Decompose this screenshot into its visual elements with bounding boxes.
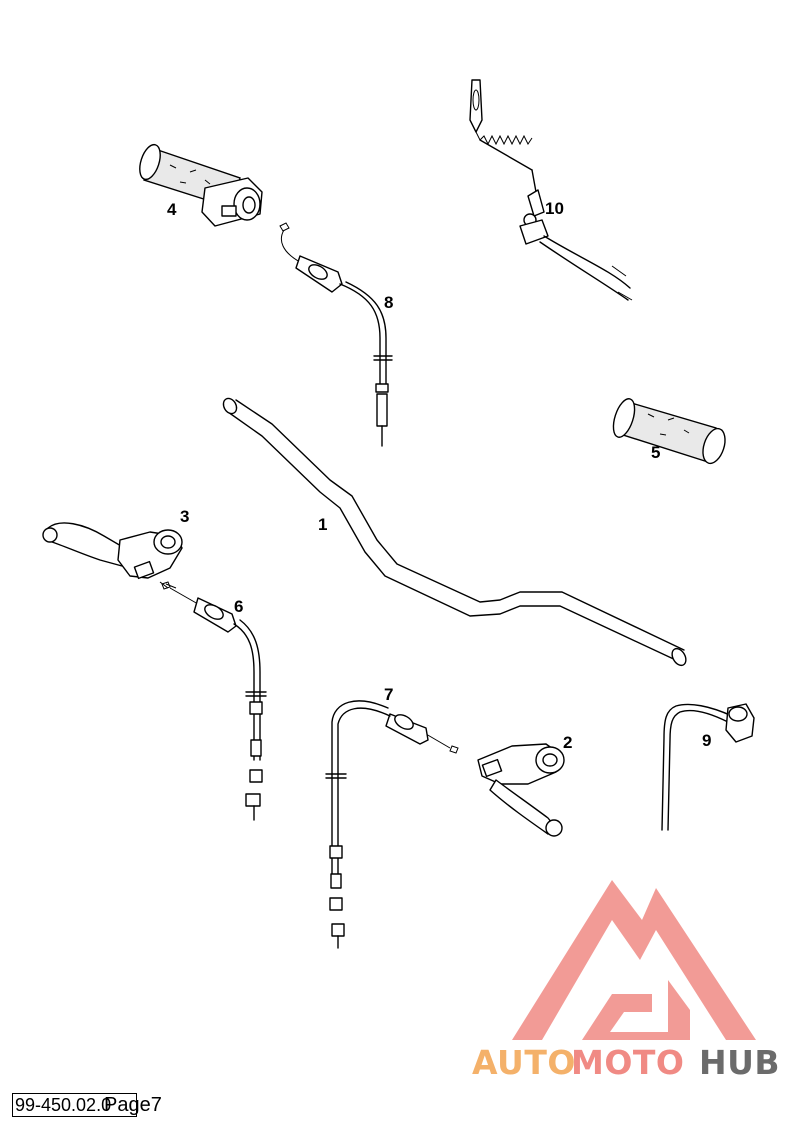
callout-9: 9 xyxy=(702,731,711,750)
page-label: Page7 xyxy=(104,1094,162,1116)
switch-9-part xyxy=(661,703,755,831)
callout-5: 5 xyxy=(651,443,660,462)
cable-8-part xyxy=(279,222,393,447)
document-id: 99-450.02.0 xyxy=(12,1093,137,1117)
watermark-text-auto: AUTO xyxy=(472,1043,576,1082)
callout-2: 2 xyxy=(563,733,572,752)
callout-6: 6 xyxy=(234,597,243,616)
grip-5-part xyxy=(612,398,726,465)
cable-6-part xyxy=(161,581,267,821)
throttle-grip-part xyxy=(139,143,263,227)
callout-10: 10 xyxy=(545,199,564,218)
watermark-text-moto: MOTO xyxy=(571,1043,684,1082)
lever-2-part xyxy=(477,743,565,837)
callout-7: 7 xyxy=(384,685,393,704)
callout-1: 1 xyxy=(318,515,327,534)
watermark-text-hub: HUB xyxy=(699,1043,780,1082)
handlebar-part xyxy=(222,397,687,667)
callout-3: 3 xyxy=(180,507,189,526)
callout-8: 8 xyxy=(384,293,393,312)
kill-switch-10-part xyxy=(469,79,633,301)
watermark-logo: AUTO MOTO HUB xyxy=(472,880,780,1082)
lever-3-part xyxy=(42,522,183,589)
cable-7-part xyxy=(325,700,459,949)
callout-4: 4 xyxy=(167,200,177,219)
